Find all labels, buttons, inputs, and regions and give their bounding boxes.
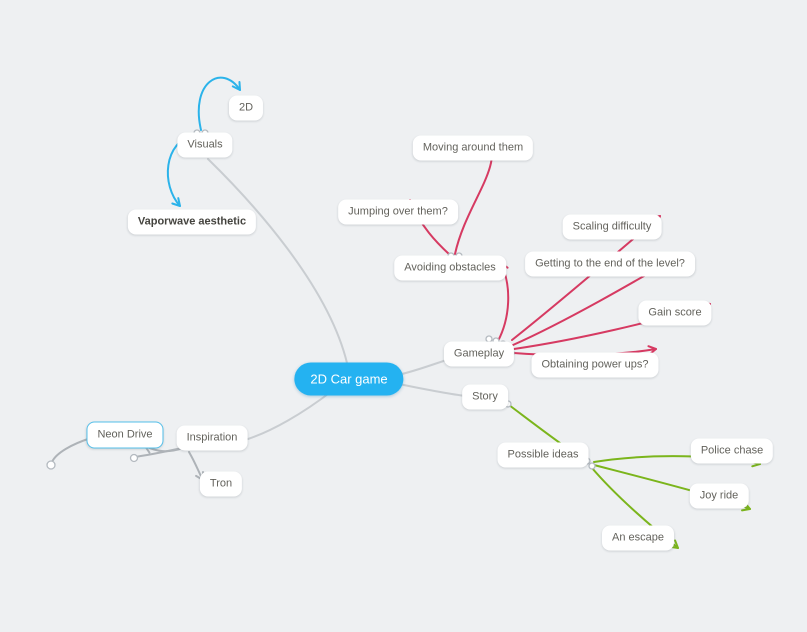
node-joy-ride[interactable]: Joy ride: [689, 483, 749, 509]
node-story[interactable]: Story: [462, 384, 508, 410]
node-gameplay[interactable]: Gameplay: [443, 341, 515, 367]
node-scaling-difficulty[interactable]: Scaling difficulty: [562, 214, 662, 240]
link-visuals-2d: [197, 76, 241, 131]
link-root-inspiration: [247, 390, 333, 440]
node-possible-ideas[interactable]: Possible ideas: [497, 442, 589, 468]
node-avoiding-obstacles[interactable]: Avoiding obstacles: [394, 255, 506, 281]
node-an-escape[interactable]: An escape: [602, 525, 674, 551]
node-2d[interactable]: 2D: [228, 95, 264, 121]
node-visuals[interactable]: Visuals: [177, 132, 233, 158]
node-jumping-over-them[interactable]: Jumping over them?: [338, 199, 458, 225]
handle: [588, 462, 596, 470]
link-neon-drive-tail: [51, 437, 92, 463]
node-police-chase[interactable]: Police chase: [690, 438, 774, 464]
handle: [46, 460, 56, 470]
link-root-visuals: [207, 158, 348, 364]
link-tail-handle: [133, 447, 183, 458]
node-vaporwave-aesthetic[interactable]: Vaporwave aesthetic: [127, 209, 257, 235]
node-obtaining-power-ups[interactable]: Obtaining power ups?: [531, 352, 659, 378]
node-getting-to-end-of-level[interactable]: Getting to the end of the level?: [525, 251, 695, 277]
node-root-2d-car-game[interactable]: 2D Car game: [294, 362, 404, 396]
node-neon-drive[interactable]: Neon Drive: [86, 421, 164, 449]
handle: [129, 453, 139, 463]
node-gain-score[interactable]: Gain score: [638, 300, 712, 326]
node-inspiration[interactable]: Inspiration: [176, 425, 248, 451]
link-root-story: [398, 383, 467, 397]
node-tron[interactable]: Tron: [199, 471, 243, 497]
node-moving-around-them[interactable]: Moving around them: [412, 135, 534, 161]
